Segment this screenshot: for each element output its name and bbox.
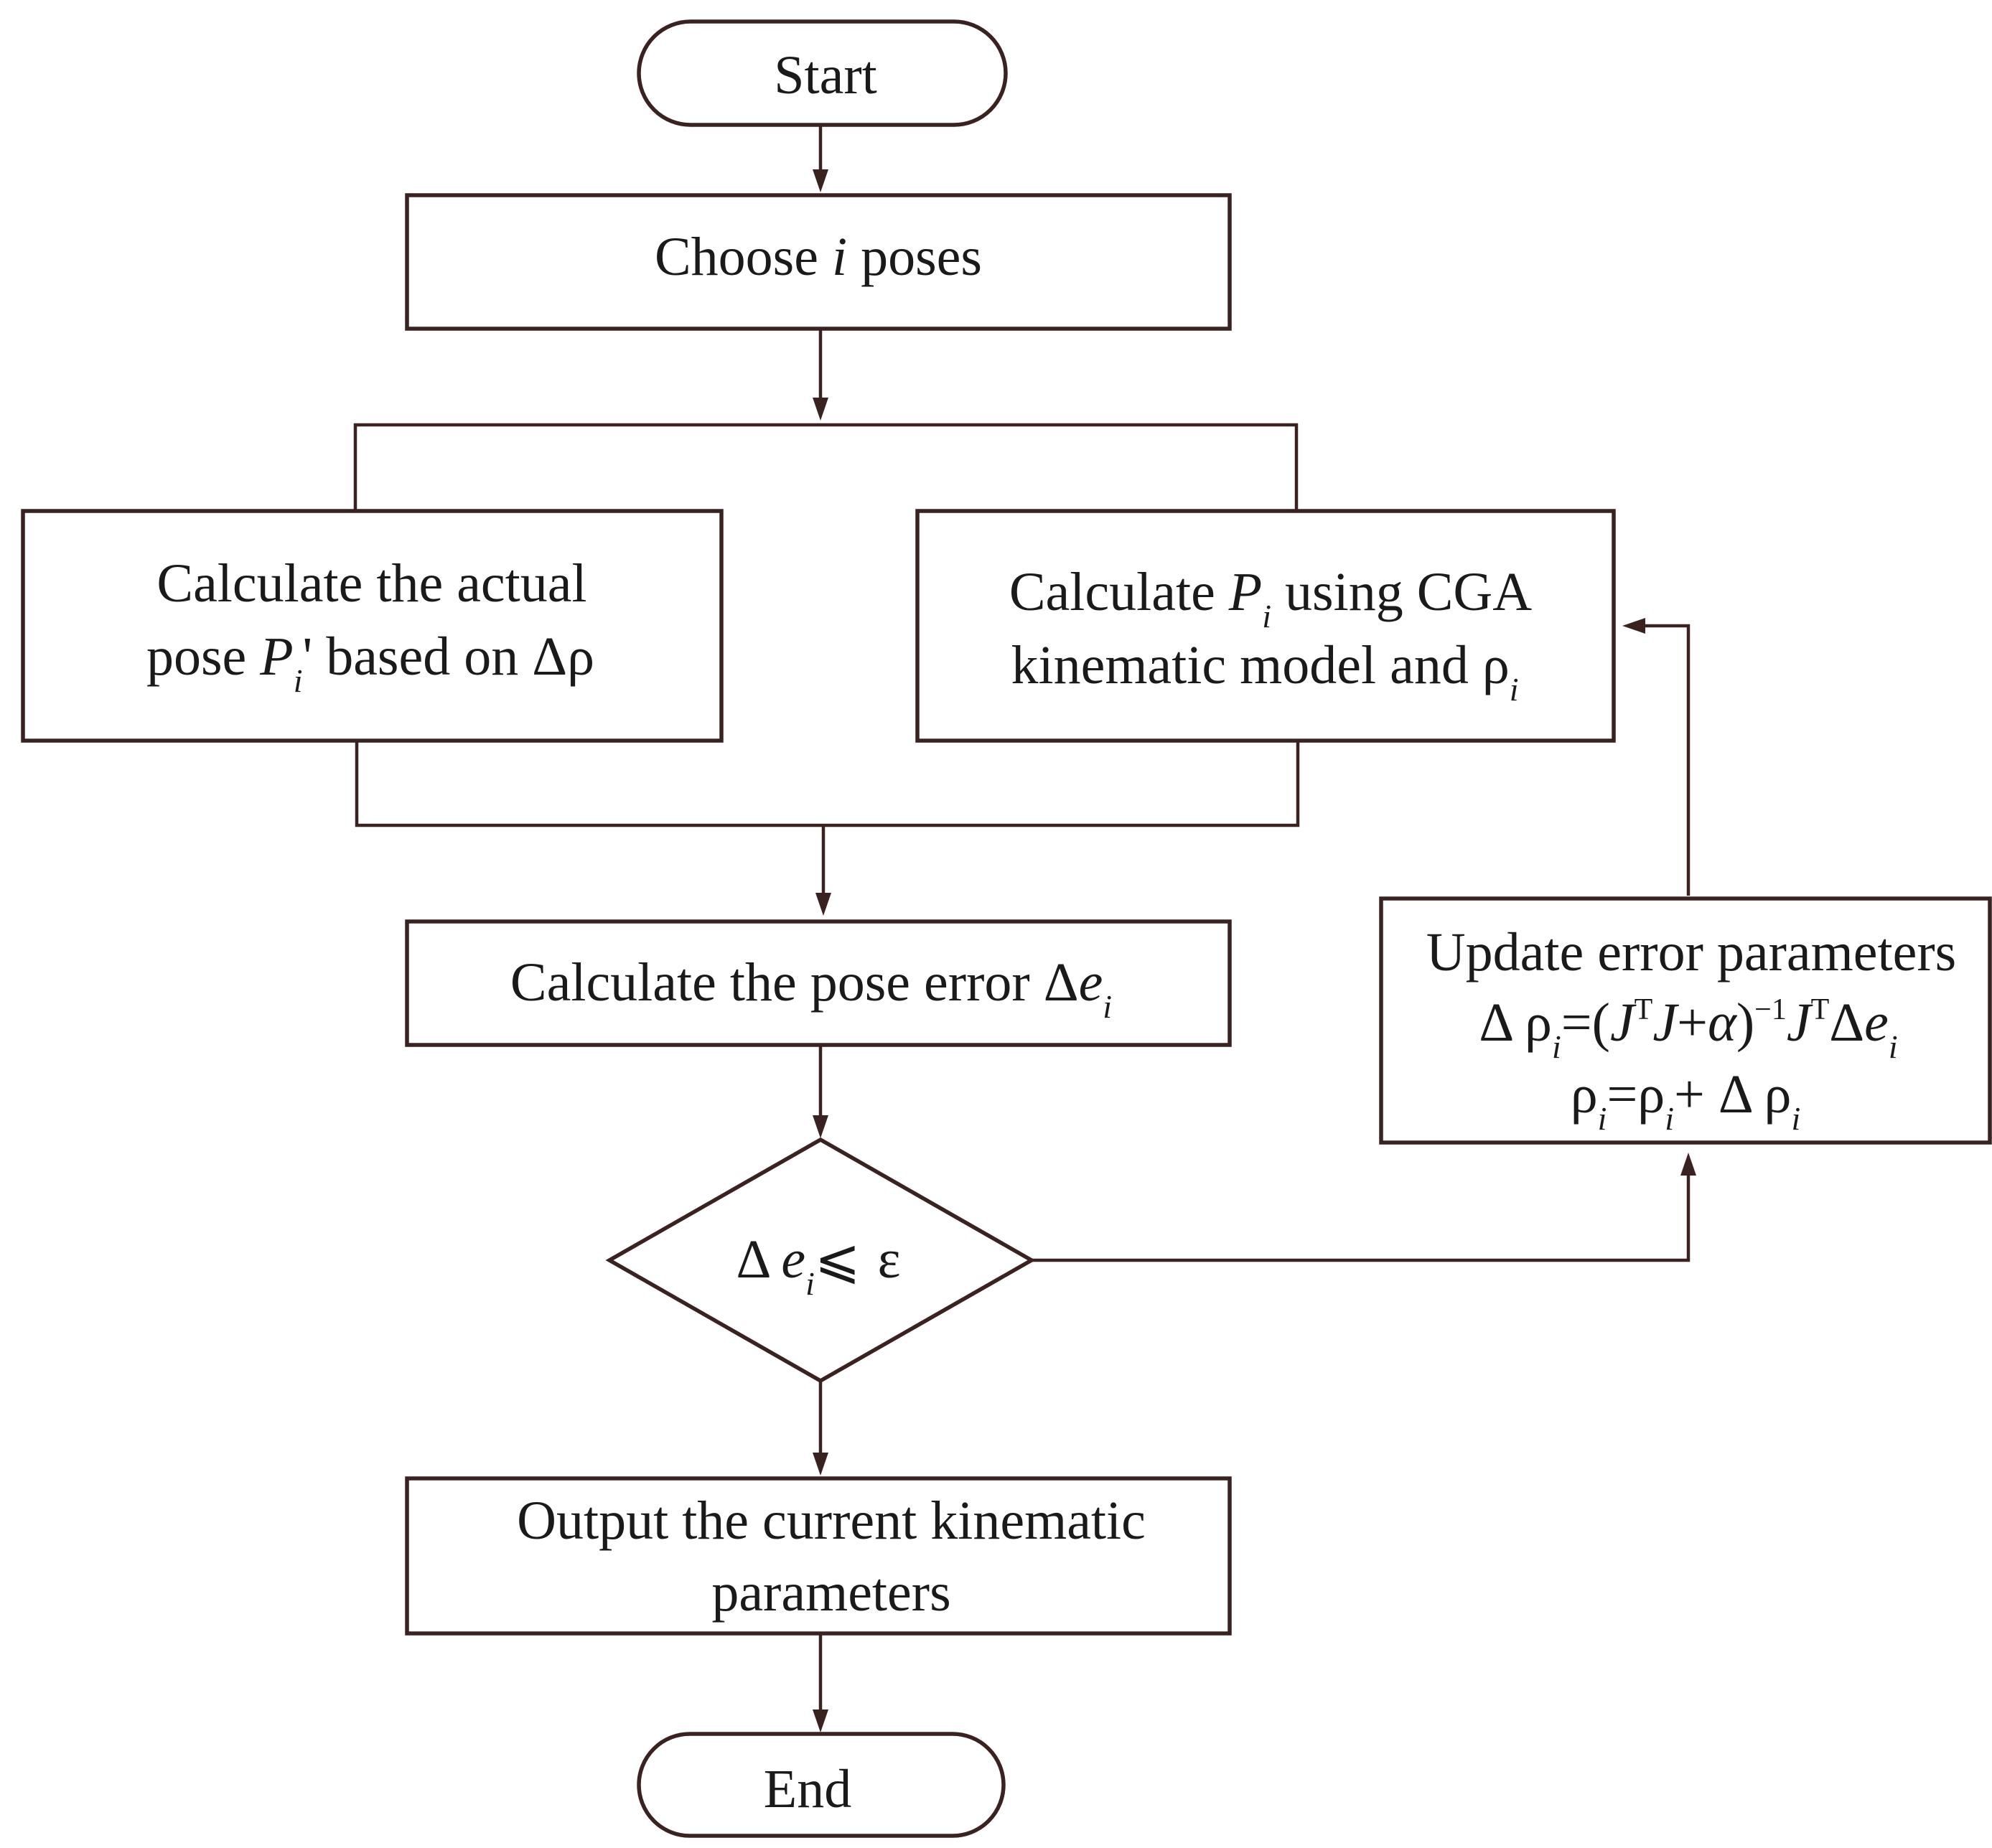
- choose-poses-box: Choose i poses: [405, 193, 1232, 331]
- update-parameters-box: Update error parameters Δ ρi=(JTJ+α)−1JT…: [1379, 896, 1992, 1145]
- actual-pose-line2: pose Pi' based on Δρ: [146, 627, 594, 699]
- arrow-head: [1622, 618, 1645, 634]
- start-terminal: Start: [637, 19, 1008, 127]
- actual-pose-line1: Calculate the actual: [156, 553, 586, 614]
- output-line2: parameters: [711, 1562, 950, 1623]
- cga-model-line1: Calculate Pi using CGA: [1009, 562, 1532, 634]
- start-label: Start: [774, 45, 877, 105]
- end-terminal: End: [637, 1732, 1006, 1838]
- output-line1: Output the current kinematic: [517, 1491, 1146, 1551]
- update-formula-rho: ρi=ρi+ Δ ρi: [1571, 1064, 1801, 1137]
- cga-model-box: Calculate Pi using CGA kinematic model a…: [915, 509, 1616, 743]
- arrow-head: [813, 1453, 828, 1476]
- connectors: [353, 125, 1696, 1732]
- arrow-decision-to-update: [1032, 1168, 1691, 1262]
- arrow-head: [1680, 1153, 1696, 1176]
- arrow-head: [813, 1115, 828, 1138]
- end-label: End: [764, 1759, 851, 1819]
- update-formula-delta-rho: Δ ρi=(JTJ+α)−1JTΔei: [1479, 993, 1897, 1065]
- pose-error-box: Calculate the pose error Δei: [405, 919, 1232, 1047]
- output-parameters-box: Output the current kinematic parameters: [405, 1476, 1232, 1636]
- actual-pose-box: Calculate the actual pose Pi' based on Δ…: [21, 509, 724, 743]
- arrow-head: [813, 1709, 828, 1732]
- arrow-head: [815, 893, 831, 916]
- arrow-head: [813, 169, 828, 192]
- arrow-update-to-cga: [1638, 624, 1691, 896]
- choose-poses-label: Choose i poses: [655, 227, 982, 287]
- pose-error-label: Calculate the pose error Δei: [510, 952, 1112, 1025]
- split-bracket: [353, 423, 1299, 510]
- merge-bracket: [355, 741, 1300, 827]
- cga-model-line2: kinematic model and ρi: [1011, 635, 1518, 708]
- arrow-head: [813, 398, 828, 421]
- update-parameters-title: Update error parameters: [1426, 922, 1956, 982]
